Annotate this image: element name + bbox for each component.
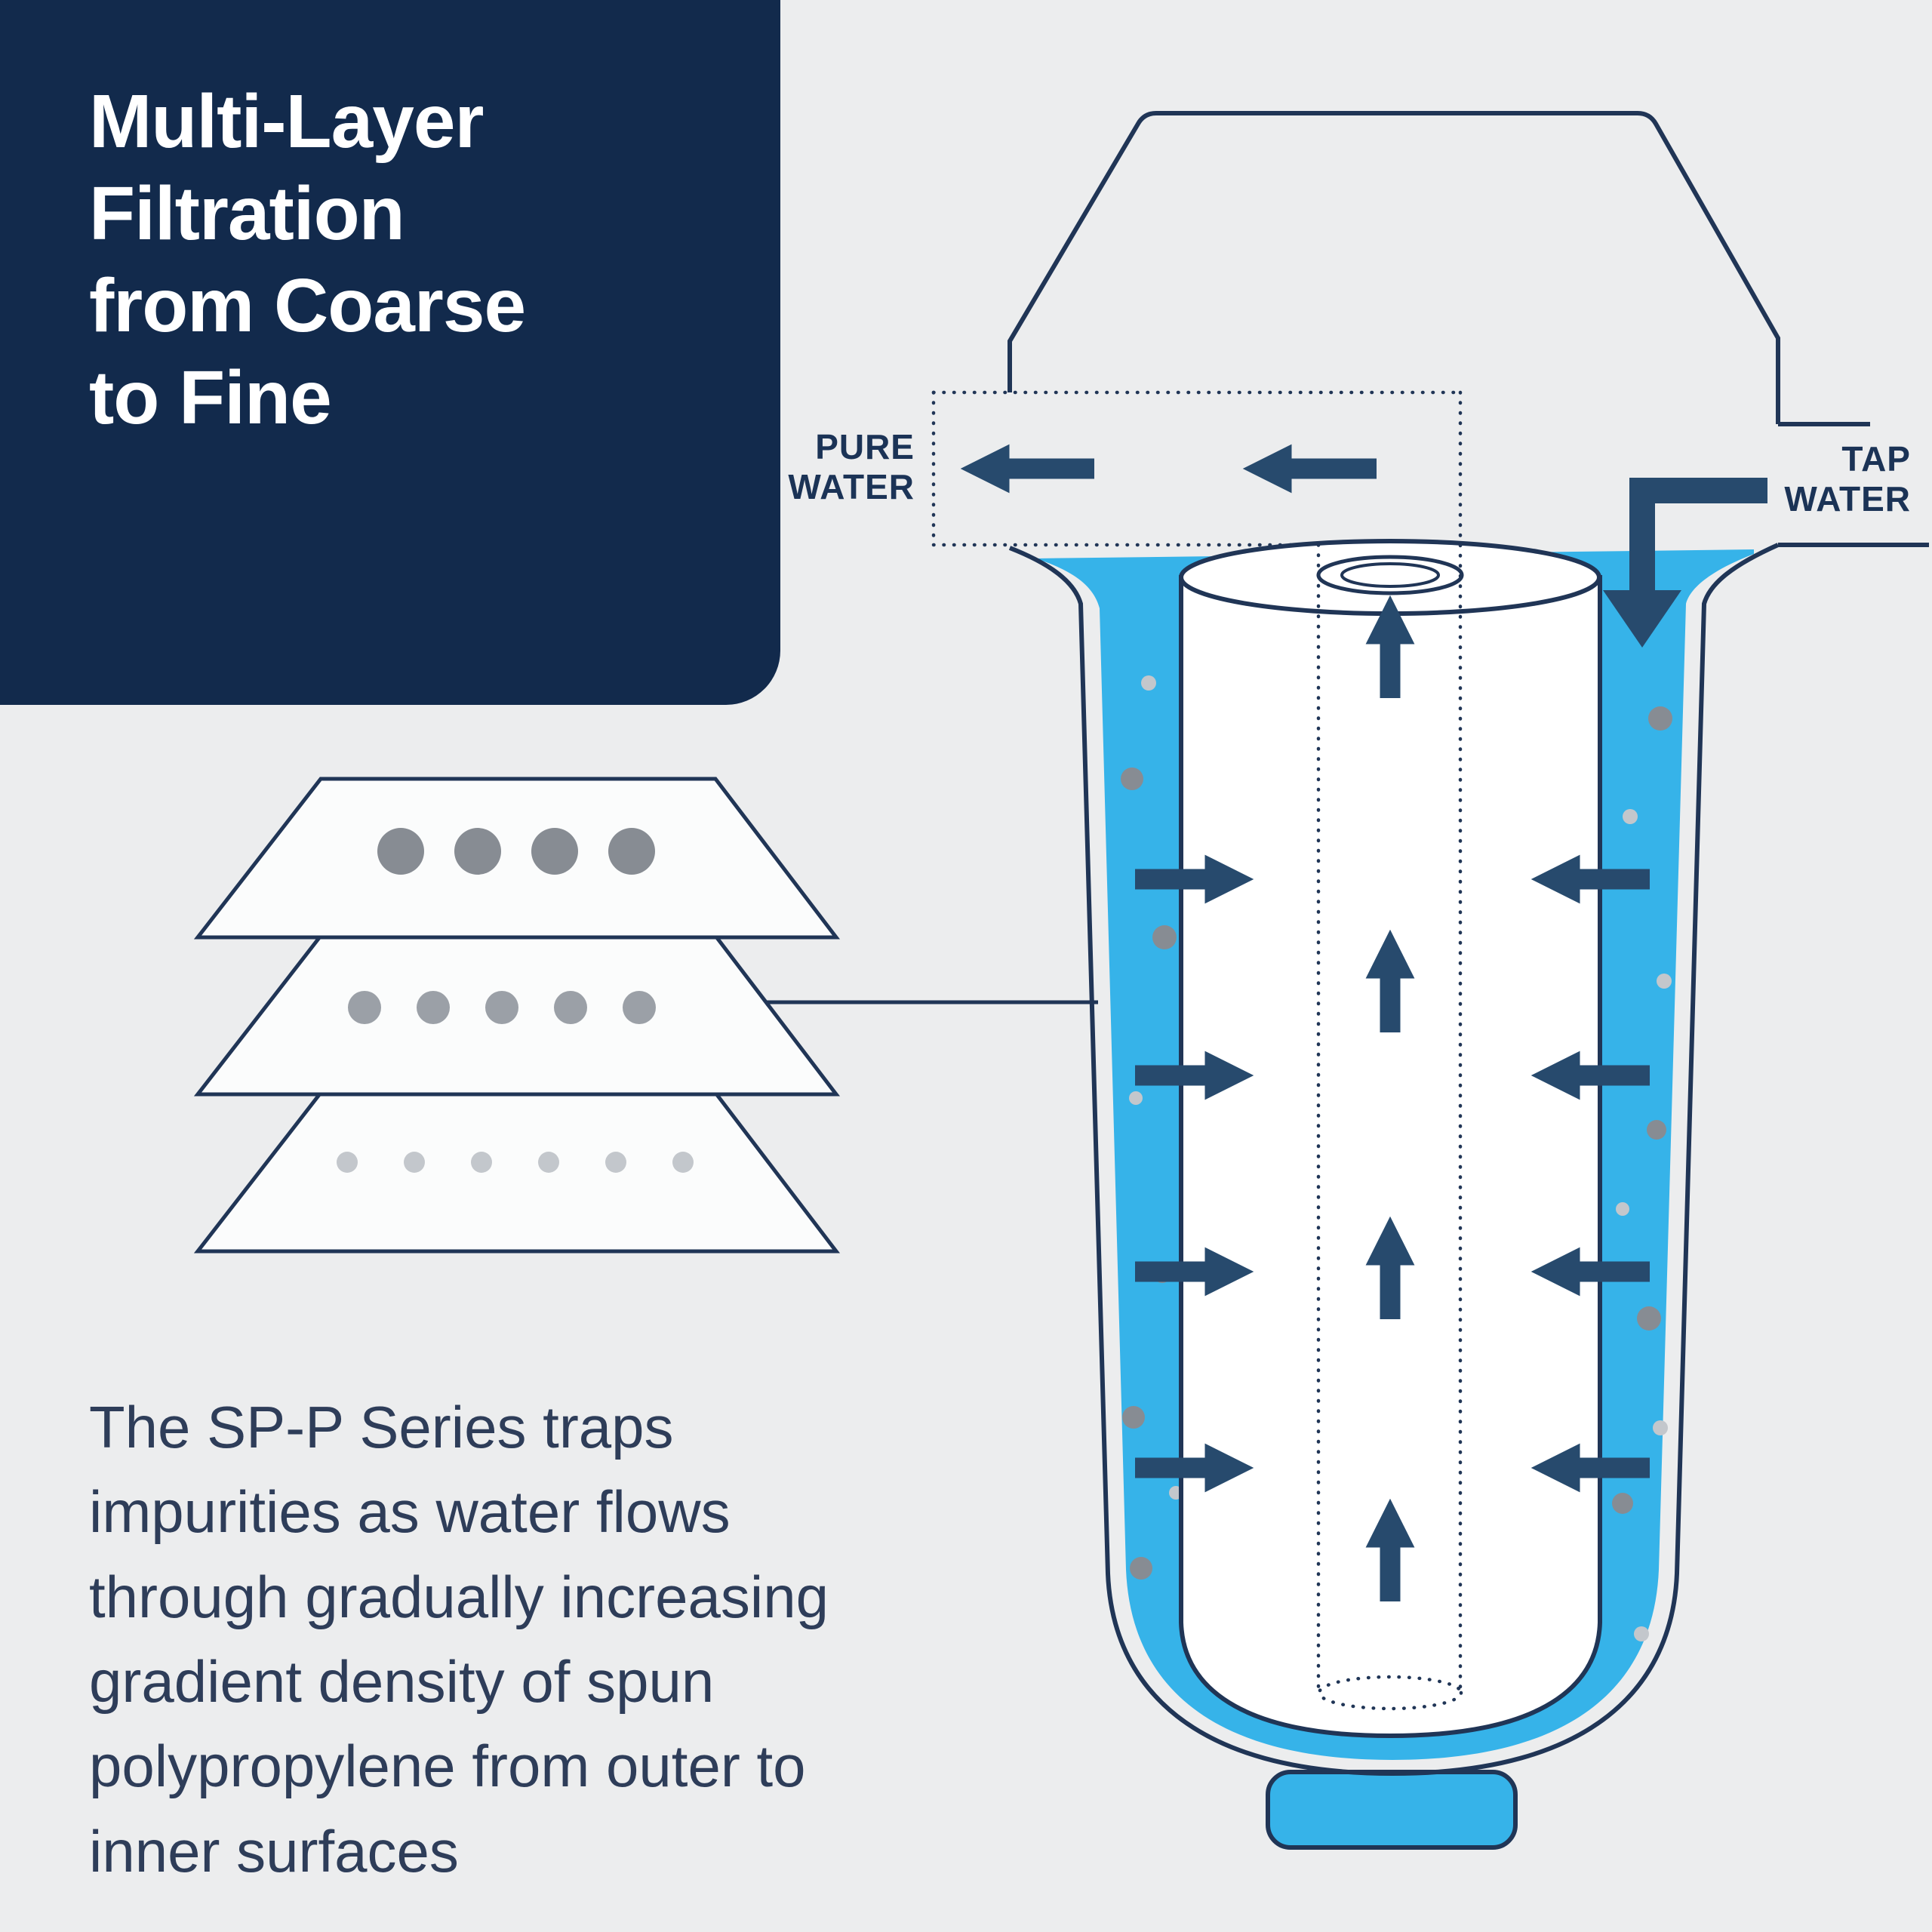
page-title: Multi-Layer Filtration from Coarse to Fi… [0,0,780,444]
filter-cartridge [1179,539,1602,1739]
cartridge-core-hole-inner-rim [1340,562,1440,588]
pure-water-label: PURE WATER [709,427,915,508]
page-title-line: Filtration [89,171,405,256]
description-line: inner surfaces [89,1817,459,1884]
tap-water-label: TAP WATER [1728,439,1911,520]
filter-layer-medium [193,934,841,1097]
coarse-layer-particles [377,828,655,875]
description-line: The SP-P Series traps [89,1394,674,1460]
description-line: through gradually increasing [89,1563,829,1630]
pure-water-label-line: PURE [815,427,915,466]
medium-layer-particles [348,991,656,1024]
description-line: impurities as water flows [89,1478,731,1546]
cartridge-body [1179,575,1602,1739]
description-line: polypropylene from outer to [89,1733,806,1800]
tap-water-label-line: WATER [1784,479,1911,519]
cartridge-core-dotted [1316,390,1463,1711]
housing-cap-outline [1008,111,1780,424]
filter-layer-coarse [193,777,841,940]
page-title-line: to Fine [89,355,332,440]
pure-water-label-line: WATER [788,467,915,507]
housing-body-outline [1008,543,1780,1777]
description-line: gradient density of spun [89,1647,715,1715]
page-title-line: from Coarse [89,263,526,348]
title-panel: Multi-Layer Filtration from Coarse to Fi… [0,0,780,705]
page-title-line: Multi-Layer [89,79,484,164]
pure-water-channel-dotted [931,390,1463,547]
description-text: The SP-P Series traps impurities as wate… [89,1385,1070,1894]
housing-foot [1266,1770,1518,1850]
filter-layers-stack [193,777,841,1254]
tap-water-label-line: TAP [1841,439,1911,478]
tap-water-inlet-arrowhead [1603,590,1681,648]
tap-water-inlet-elbow-arrow [1629,478,1767,595]
fine-layer-particles [337,1152,694,1173]
filter-layer-fine [193,1091,841,1254]
flow-arrows [960,444,1767,1601]
